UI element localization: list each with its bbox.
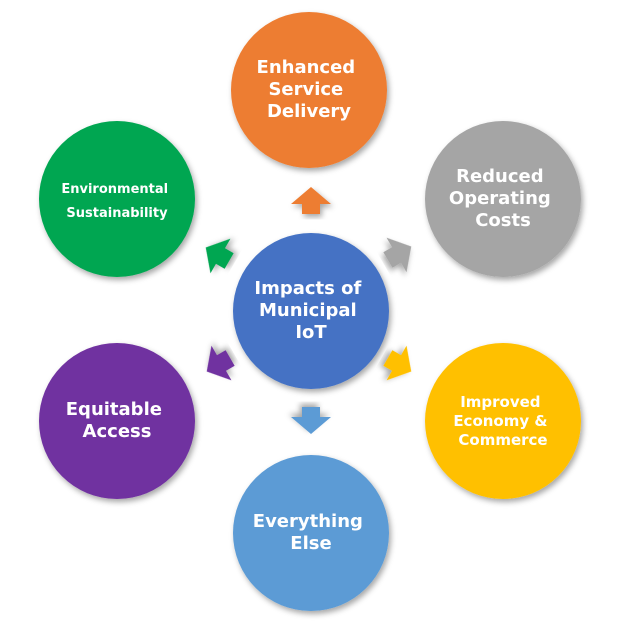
arrow-to-costs [383, 237, 412, 273]
node-everything-label: Everything Else [253, 511, 369, 554]
node-label-line: Improved [460, 393, 540, 411]
node-label-line: Access [83, 421, 152, 442]
node-label-line: Enhanced [257, 57, 356, 78]
node-costs-circle [425, 121, 581, 277]
node-environment-circle [39, 121, 195, 277]
node-economy: Improved Economy & Commerce [425, 343, 581, 499]
center-circle [233, 233, 389, 389]
node-label-line: Environmental [61, 182, 168, 197]
arrow-to-everything [291, 407, 331, 434]
arrow-to-service [291, 187, 331, 214]
connector-arrows [205, 187, 412, 434]
node-costs: Reduced Operating Costs [425, 121, 581, 277]
node-service: Enhanced Service Delivery [231, 12, 387, 168]
node-service-circle [231, 12, 387, 168]
node-label-line: Delivery [267, 101, 351, 122]
arrow-to-environment [205, 238, 234, 274]
node-label-line: Else [290, 533, 331, 554]
arrow-to-economy [383, 345, 412, 381]
node-label-line: Commerce [458, 431, 547, 449]
node-everything-circle [233, 455, 389, 611]
center-label-line: Municipal [259, 300, 357, 321]
node-label-line: Economy & [453, 412, 547, 430]
node-costs-label: Reduced Operating Costs [449, 166, 557, 231]
node-economy-label: Improved Economy & Commerce [453, 393, 552, 449]
node-service-label: Enhanced Service Delivery [257, 57, 362, 122]
arrow-to-access [206, 345, 235, 381]
node-label-line: Everything [253, 511, 363, 532]
node-label-line: Reduced [456, 166, 544, 187]
node-access-label: Equitable Access [66, 399, 168, 442]
node-label-line: Operating [449, 188, 551, 209]
node-label-line: Sustainability [66, 206, 168, 221]
node-access: Equitable Access [39, 343, 195, 499]
center-label: Impacts of Municipal IoT [254, 278, 367, 343]
center-label-line: Impacts of [254, 278, 361, 299]
node-economy-circle [425, 343, 581, 499]
node-label-line: Service [268, 79, 343, 100]
node-access-circle [39, 343, 195, 499]
node-everything: Everything Else [233, 455, 389, 611]
node-label-line: Costs [475, 210, 531, 231]
center-label-line: IoT [295, 322, 327, 343]
center-node: Impacts of Municipal IoT [233, 233, 389, 389]
node-label-line: Equitable [66, 399, 162, 420]
node-environment: Environmental Sustainability [39, 121, 195, 277]
node-environment-label: Environmental Sustainability [61, 182, 172, 221]
